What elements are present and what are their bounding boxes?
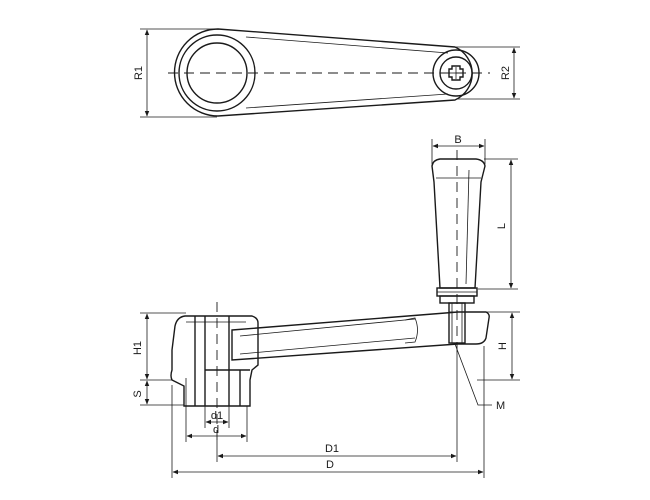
grip-body (431, 158, 486, 289)
D1-label: D1 (325, 443, 339, 455)
d1-label: d1 (211, 410, 223, 422)
r1-label: R1 (133, 66, 145, 80)
m-leader-line (454, 343, 492, 406)
top-arm-outline (173, 28, 473, 117)
h1-label: H1 (132, 341, 144, 355)
screw-cross-icon (448, 65, 464, 81)
d-label: d (213, 424, 219, 436)
b-label: B (454, 134, 461, 146)
D-label: D (326, 459, 334, 471)
m-label: M (496, 400, 505, 412)
top-view: R1 R2 (133, 28, 520, 118)
side-arm (231, 311, 490, 361)
l-label: L (496, 223, 508, 229)
h-label: H (497, 342, 509, 350)
r2-label: R2 (500, 66, 512, 80)
threaded-stud (448, 302, 466, 344)
grip-handle: B L (431, 134, 518, 352)
hub-body (170, 315, 259, 407)
s-label: S (132, 390, 144, 397)
side-view: H1 S H M d1 d D1 D (132, 302, 520, 478)
